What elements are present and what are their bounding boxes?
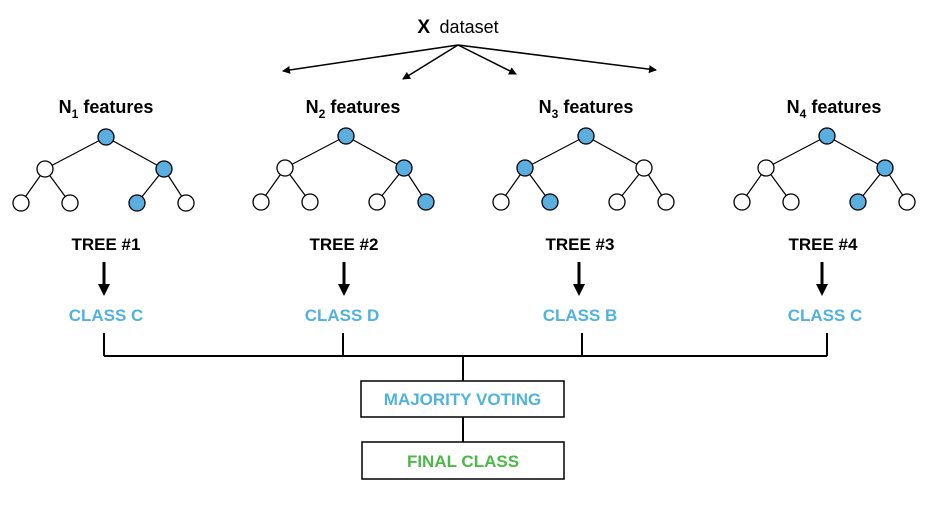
decision-tree-1: [12, 128, 195, 212]
tree-label-4: TREE #4: [789, 235, 859, 254]
tree-node-selected: [516, 159, 534, 177]
tree-node-selected: [128, 194, 146, 212]
down-arrow-2: [338, 262, 350, 296]
arrow-to-tree-3: [457, 44, 517, 75]
tree-label-1: TREE #1: [72, 235, 141, 254]
tree-node: [782, 193, 800, 211]
class-label-1: CLASS C: [69, 306, 144, 325]
vote-collector: [103, 333, 828, 442]
tree-node: [12, 194, 30, 212]
tree-node: [492, 193, 510, 211]
dataset-title: X dataset: [417, 17, 498, 38]
majority-voting-label: MAJORITY VOTING: [384, 390, 541, 409]
class-label-4: CLASS C: [788, 306, 863, 325]
tree-node: [757, 159, 775, 177]
tree-edge: [44, 136, 107, 170]
dataset-arrows: [282, 44, 657, 80]
final-class-box: FINAL CLASS: [361, 441, 565, 480]
tree-edge: [826, 135, 886, 169]
tree-node-selected: [818, 127, 836, 145]
tree-node-selected: [876, 159, 894, 177]
majority-voting-box: MAJORITY VOTING: [360, 380, 565, 418]
tree-node-selected: [97, 128, 115, 146]
tree-edge: [524, 135, 587, 169]
dataset-title-label: dataset: [440, 17, 499, 37]
tree-edge: [765, 135, 828, 169]
down-arrow-4: [816, 262, 828, 296]
down-arrow-3: [573, 262, 585, 296]
final-class-label: FINAL CLASS: [407, 452, 519, 471]
class-label-2: CLASS D: [305, 306, 380, 325]
tree-label-2: TREE #2: [310, 235, 379, 254]
tree-node: [608, 193, 626, 211]
tree-node: [898, 193, 916, 211]
arrow-to-tree-1: [282, 44, 459, 74]
dataset-title-prefix: X: [417, 17, 430, 38]
tree-edge: [345, 135, 405, 169]
tree-node-selected: [849, 193, 867, 211]
tree-node-selected: [417, 193, 435, 211]
down-arrow-1: [98, 262, 110, 296]
tree-node: [61, 194, 79, 212]
tree-to-class-arrows: [98, 262, 828, 296]
tree-node: [368, 193, 386, 211]
tree-node-selected: [337, 127, 355, 145]
tree-node-selected: [155, 160, 173, 178]
tree-label-3: TREE #3: [546, 235, 615, 254]
decision-tree-2: [252, 127, 435, 211]
tree-edge: [585, 135, 645, 169]
arrow-to-tree-2: [402, 44, 459, 80]
arrow-to-tree-4: [457, 44, 657, 74]
tree-node-selected: [395, 159, 413, 177]
decision-tree-4: [733, 127, 916, 211]
tree-node: [657, 193, 675, 211]
tree-node-selected: [577, 127, 595, 145]
tree-edge: [105, 136, 165, 170]
trees-layer: [12, 127, 916, 212]
tree-edge: [284, 135, 347, 169]
tree-node: [177, 194, 195, 212]
tree-node: [301, 193, 319, 211]
tree-node: [276, 159, 294, 177]
decision-tree-3: [492, 127, 675, 211]
tree-node: [252, 193, 270, 211]
tree-node: [635, 159, 653, 177]
tree-node: [733, 193, 751, 211]
class-label-3: CLASS B: [543, 306, 618, 325]
tree-node-selected: [541, 193, 559, 211]
tree-node: [36, 160, 54, 178]
